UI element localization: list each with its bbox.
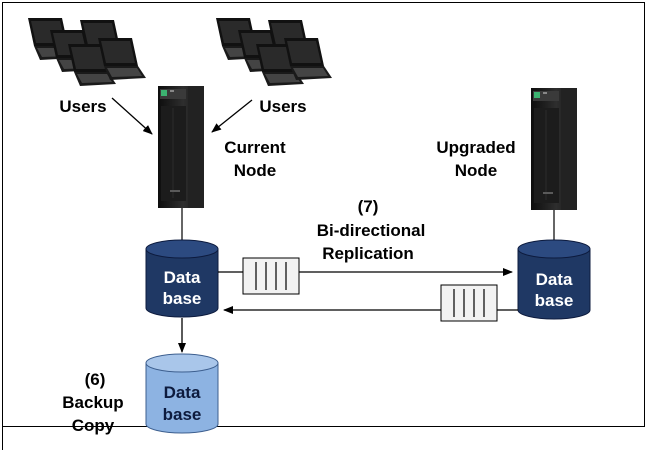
users-left-icon bbox=[28, 18, 146, 86]
upgraded-node-server-icon bbox=[530, 87, 578, 211]
upgraded-database-label-line2: base bbox=[535, 291, 574, 310]
users-right-label: Users bbox=[259, 97, 306, 116]
replication-queue-backward-icon bbox=[440, 284, 498, 322]
users-right-arrow bbox=[211, 99, 253, 133]
current-database-label-line2: base bbox=[163, 289, 202, 308]
current-node-label-line1: Current bbox=[224, 138, 286, 157]
step6-number: (6) bbox=[85, 370, 106, 389]
step6-label-line2: Copy bbox=[72, 416, 115, 435]
upgraded-database-icon bbox=[517, 239, 591, 320]
replication-queue-forward-icon bbox=[242, 257, 300, 295]
current-node-label-line2: Node bbox=[234, 161, 277, 180]
users-left-label: Users bbox=[59, 97, 106, 116]
step7-label-line2: Replication bbox=[322, 244, 414, 263]
step6-label-line1: Backup bbox=[62, 393, 123, 412]
frame-tail bbox=[2, 426, 3, 450]
current-database-icon bbox=[145, 239, 219, 318]
upgraded-node-label-line2: Node bbox=[455, 161, 498, 180]
upgraded-node-label-line1: Upgraded bbox=[436, 138, 515, 157]
step7-label-line1: Bi-directional bbox=[317, 221, 426, 240]
step7-number: (7) bbox=[358, 197, 379, 216]
current-node-server-icon bbox=[157, 85, 205, 209]
backup-database-label-line2: base bbox=[163, 405, 202, 424]
backup-database-icon bbox=[145, 353, 219, 434]
backup-database-label-line1: Data bbox=[164, 383, 201, 402]
upgraded-database-label-line1: Data bbox=[536, 270, 573, 289]
current-database-label-line1: Data bbox=[164, 268, 201, 287]
users-left-arrow bbox=[111, 97, 153, 135]
users-right-icon bbox=[216, 18, 332, 86]
